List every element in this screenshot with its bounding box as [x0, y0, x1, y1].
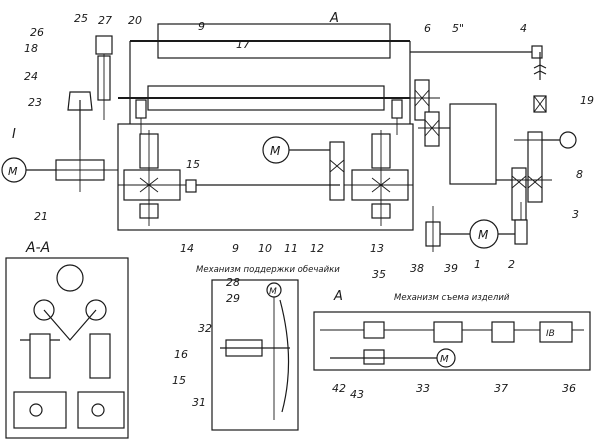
motor-symbol-1: M — [478, 228, 489, 242]
label-12: 12 — [310, 242, 324, 255]
label-10: 10 — [258, 242, 272, 255]
label-29: 29 — [226, 292, 240, 305]
label-9: 9 — [232, 242, 239, 255]
label-43: 43 — [350, 388, 364, 401]
section-view-aa-title: А-А — [25, 240, 50, 256]
label-19: 19 — [580, 94, 594, 107]
label-11: 11 — [284, 242, 298, 255]
label-15: 15 — [186, 158, 200, 171]
coupling-14 — [185, 179, 340, 193]
coupling-symbol-ib: IB — [546, 329, 555, 339]
coupling-23 — [55, 150, 118, 192]
label-1: 1 — [474, 258, 481, 271]
label-20: 20 — [128, 14, 142, 27]
motor-21 — [1, 157, 60, 183]
motor-symbol-28: M — [269, 287, 277, 297]
caption-support-mechanism: Механизм поддержки обечайки — [196, 265, 340, 275]
flywheel-8 — [542, 131, 577, 149]
gear-38 — [425, 206, 441, 252]
label-4: 4 — [520, 22, 527, 35]
label-17: 17 — [236, 38, 250, 51]
motor-symbol-center: M — [270, 144, 281, 158]
label-38: 38 — [410, 262, 424, 275]
label-35: 35 — [372, 268, 386, 281]
gear-2 — [514, 202, 528, 245]
gearbox-4 — [439, 103, 512, 185]
label-13: 13 — [370, 242, 384, 255]
motor-symbols: M M M M M IB — [8, 144, 555, 365]
motor-symbol-33: M — [440, 354, 449, 365]
label-36: 36 — [562, 382, 576, 395]
gearbox-right — [340, 130, 413, 226]
captions: Механизм поддержки обечайки Механизм съе… — [196, 265, 510, 303]
drive-motor-1 — [440, 219, 515, 249]
gear-train-3 — [500, 131, 560, 221]
label-42: 42 — [332, 382, 346, 395]
gear-12 — [329, 141, 345, 201]
roll-9 — [118, 85, 410, 111]
gear-5 — [418, 111, 455, 147]
label-5: 5" — [452, 22, 464, 35]
label-25: 25 — [74, 12, 88, 25]
brake-19 — [533, 52, 547, 113]
section-marks: А-А А А I — [12, 11, 343, 304]
label-21: 21 — [34, 210, 48, 223]
label-26: 26 — [30, 26, 44, 39]
label-9-top: 9 — [198, 20, 205, 33]
label-18: 18 — [24, 42, 38, 55]
label-14: 14 — [180, 242, 194, 255]
part-labels: 1 2 3 4 5" 6 8 9 9 10 11 12 13 14 15 15 … — [24, 12, 594, 409]
label-15b: 15 — [172, 374, 186, 387]
support-mechanism-frame — [211, 279, 299, 431]
label-24: 24 — [24, 70, 38, 83]
label-28: 28 — [226, 276, 240, 289]
center-motor — [262, 136, 330, 164]
machine-frame — [117, 41, 543, 231]
label-39: 39 — [444, 262, 458, 275]
roman-numeral-one: I — [12, 127, 16, 142]
removal-mechanism-frame — [313, 311, 591, 371]
label-31: 31 — [192, 396, 206, 409]
gear-6 — [410, 79, 440, 121]
section-arrow-a-top: А — [329, 11, 339, 26]
linkage-24 — [67, 91, 93, 150]
label-6: 6 — [424, 22, 431, 35]
label-32: 32 — [198, 322, 212, 335]
label-16: 16 — [174, 348, 188, 361]
roll-17 — [130, 23, 410, 59]
label-37: 37 — [494, 382, 508, 395]
label-23: 23 — [28, 96, 42, 109]
section-arrow-a-bottom: А — [333, 289, 343, 304]
label-27: 27 — [98, 14, 112, 27]
caption-removal-mechanism: Механизм съема изделий — [394, 293, 510, 303]
roll-9-bearings — [135, 99, 403, 135]
gearbox-left — [118, 130, 200, 226]
label-8: 8 — [576, 168, 583, 181]
label-2: 2 — [508, 258, 515, 271]
column-25 — [95, 35, 113, 120]
label-33: 33 — [416, 382, 430, 395]
motor-symbol-21: M — [8, 165, 18, 178]
section-aa-frame — [5, 257, 129, 439]
label-3: 3 — [572, 208, 579, 221]
